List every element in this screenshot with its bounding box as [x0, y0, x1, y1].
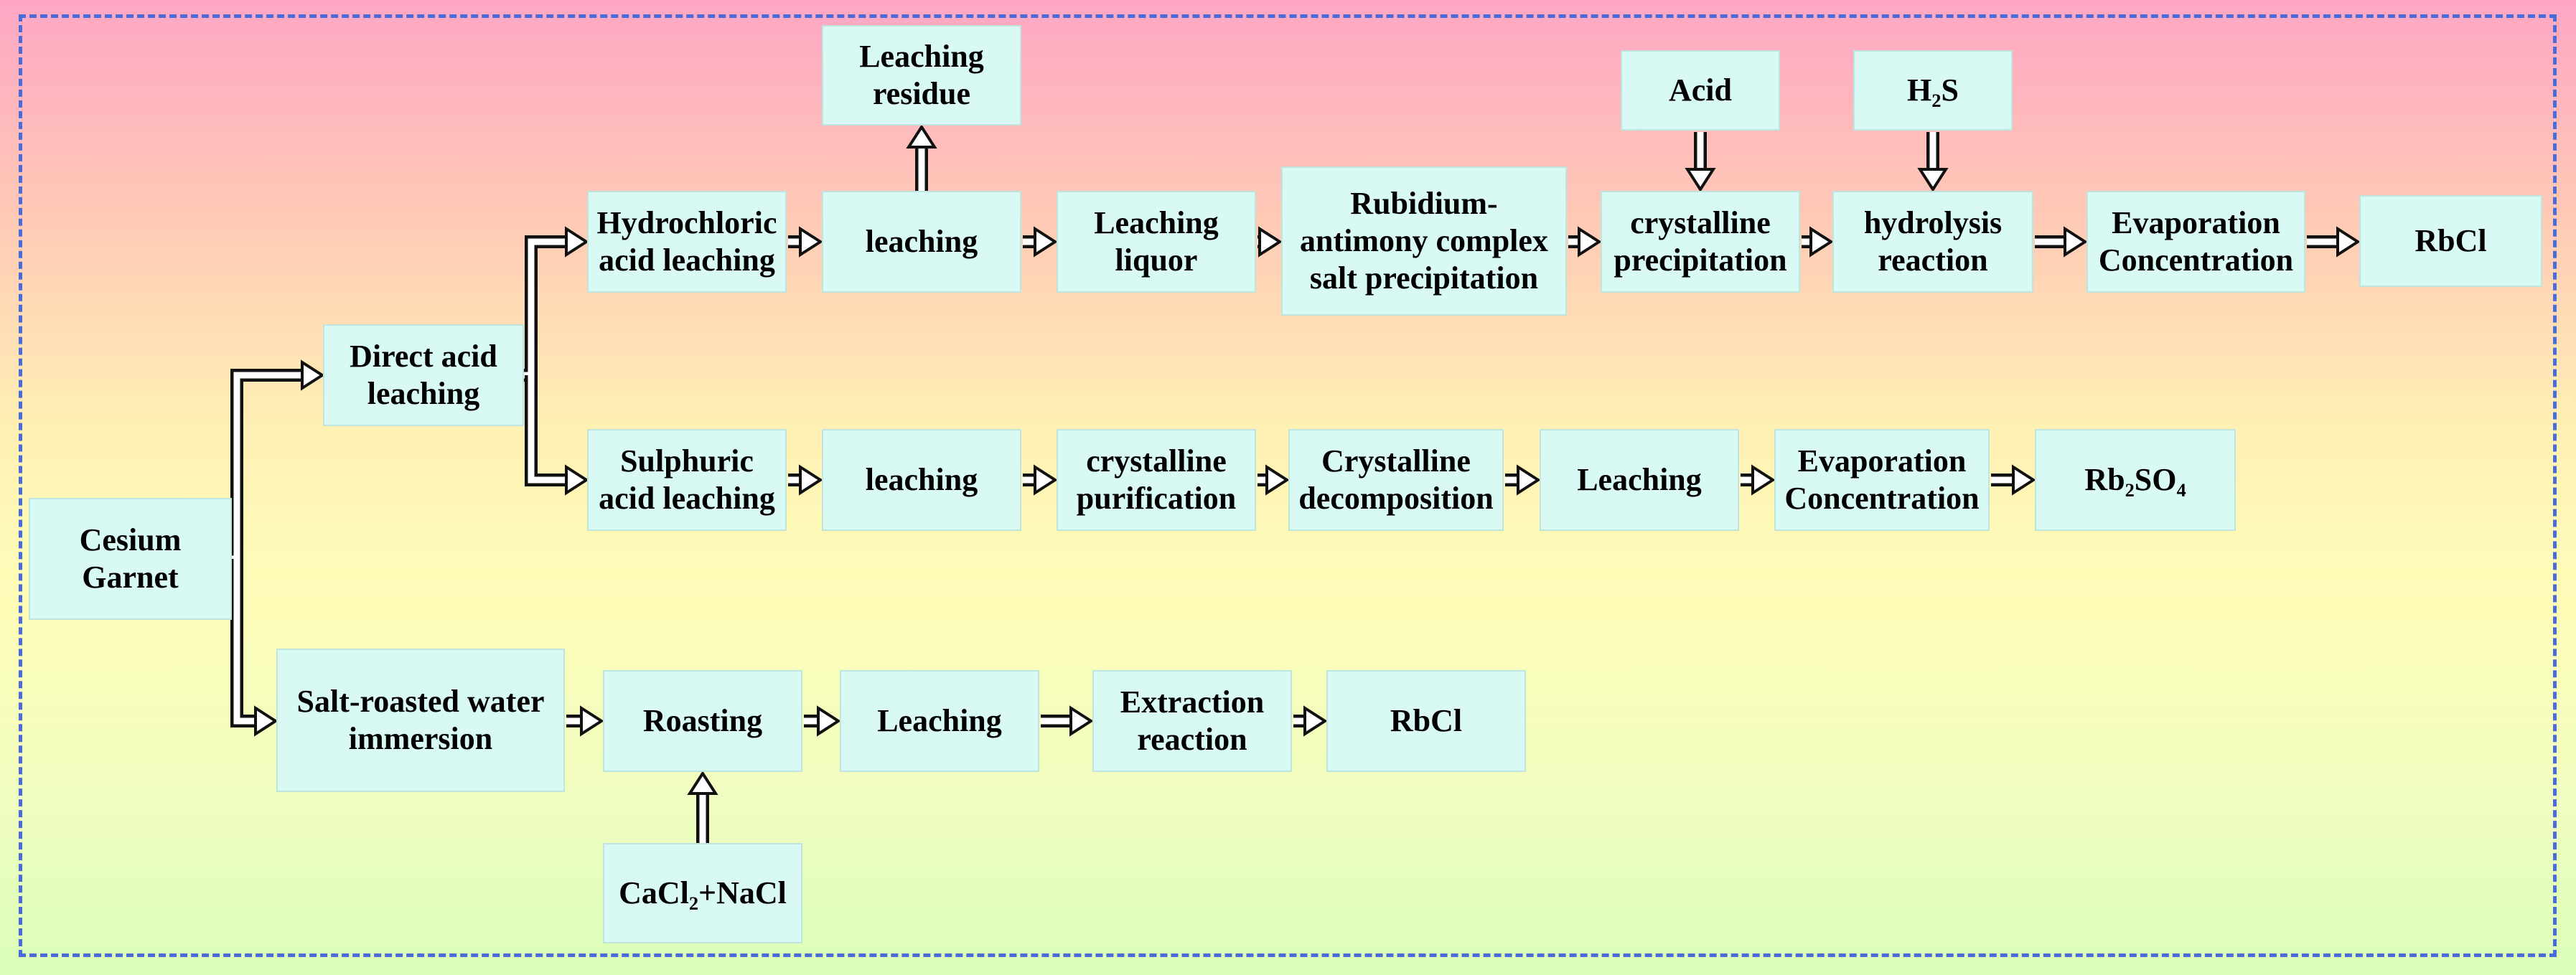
node-hydrolysis-reaction: hydrolysis reaction: [1832, 191, 2033, 293]
node-extraction-reaction: Extraction reaction: [1092, 670, 1292, 772]
arrow-direct-to-hcl-fill: [524, 238, 566, 379]
node-hydrochloric-acid-leaching: Hydrochloric acid leaching: [587, 191, 787, 293]
arrow-complex-to-crystalline-head: [1578, 226, 1602, 258]
arrow-cacl2-up-head: [687, 771, 718, 795]
arrow-salt-to-roasting-head: [580, 705, 604, 737]
arrow-leaching-to-purification-head: [1034, 464, 1058, 496]
arrow-garnet-to-salt-head: [254, 705, 278, 737]
arrow-sulphuric-to-leaching-head: [799, 464, 823, 496]
arrow-hydrolysis-to-evaporation-head: [2064, 226, 2088, 258]
arrow-leaching-to-liquor-head: [1034, 226, 1058, 258]
arrow-crystalline-to-hydrolysis-head: [1809, 226, 1834, 258]
node-evaporation-concentration-hcl: Evaporation Concentration: [2086, 191, 2305, 293]
node-salt-roasted-water-immersion: Salt-roasted water immersion: [276, 649, 565, 792]
arrow-hcl-to-leaching-head: [799, 226, 823, 258]
arrow-liquor-to-complex-head: [1258, 226, 1283, 258]
node-h2s: H₂S: [1853, 50, 2013, 131]
arrow-direct-to-sulphuric-fill: [528, 375, 566, 484]
arrow-evaporation-to-rb2so4-head: [2012, 464, 2036, 496]
node-leaching-residue: Leaching residue: [822, 25, 1021, 126]
arrow-garnet-to-direct-head: [301, 359, 325, 391]
arrow-direct-to-sulphuric-outline: [525, 375, 566, 486]
arrow-leaching-to-extraction-head: [1069, 705, 1094, 737]
node-rb2so4: Rb₂SO₄: [2035, 429, 2236, 531]
node-crystalline-decomposition: Crystalline decomposition: [1288, 429, 1504, 531]
node-rubidium-antimony-complex-salt-precipitation: Rubidium- antimony complex salt precipit…: [1281, 166, 1567, 316]
arrow-extraction-to-rbcl-head: [1303, 705, 1328, 737]
arrow-h2s-down-head: [1917, 168, 1949, 192]
node-leaching-salt: Leaching: [840, 670, 1039, 772]
node-rbcl-salt: RbCl: [1326, 670, 1526, 772]
node-cacl2-nacl: CaCl₂+NaCl: [603, 843, 802, 943]
arrow-direct-to-sulphuric-head: [565, 464, 589, 496]
node-rbcl-hcl: RbCl: [2359, 195, 2542, 287]
arrow-decomposition-to-leaching-head: [1517, 464, 1541, 496]
node-leaching-h2so4: leaching: [822, 429, 1021, 531]
node-roasting: Roasting: [603, 670, 802, 772]
node-leaching-so4: Leaching: [1540, 429, 1739, 531]
arrow-acid-down-head: [1685, 168, 1716, 192]
node-sulphuric-acid-leaching: Sulphuric acid leaching: [587, 429, 787, 531]
dashed-border-frame: [19, 14, 2557, 957]
node-crystalline-precipitation: crystalline precipitation: [1601, 191, 1800, 293]
arrow-purification-to-decomposition-head: [1265, 464, 1290, 496]
arrow-direct-to-hcl-head: [565, 226, 589, 258]
node-direct-acid-leaching: Direct acid leaching: [323, 324, 524, 426]
arrow-garnet-to-salt-fill: [233, 559, 256, 725]
arrow-roasting-to-leaching-head: [817, 705, 841, 737]
node-cesium-garnet: Cesium Garnet: [29, 498, 232, 620]
node-evaporation-concentration-so4: Evaporation Concentration: [1774, 429, 1990, 531]
arrow-evaporation-to-rbcl-head: [2336, 226, 2361, 258]
node-leaching-liquor: Leaching liquor: [1057, 191, 1256, 293]
node-crystalline-purification: crystalline purification: [1057, 429, 1256, 531]
arrow-garnet-to-direct-outline: [230, 369, 302, 565]
arrow-leaching-to-residue-head: [906, 124, 937, 149]
arrow-leaching-to-evaporation-head: [1751, 464, 1776, 496]
node-leaching-hcl: leaching: [822, 191, 1021, 293]
node-acid: Acid: [1621, 50, 1780, 131]
